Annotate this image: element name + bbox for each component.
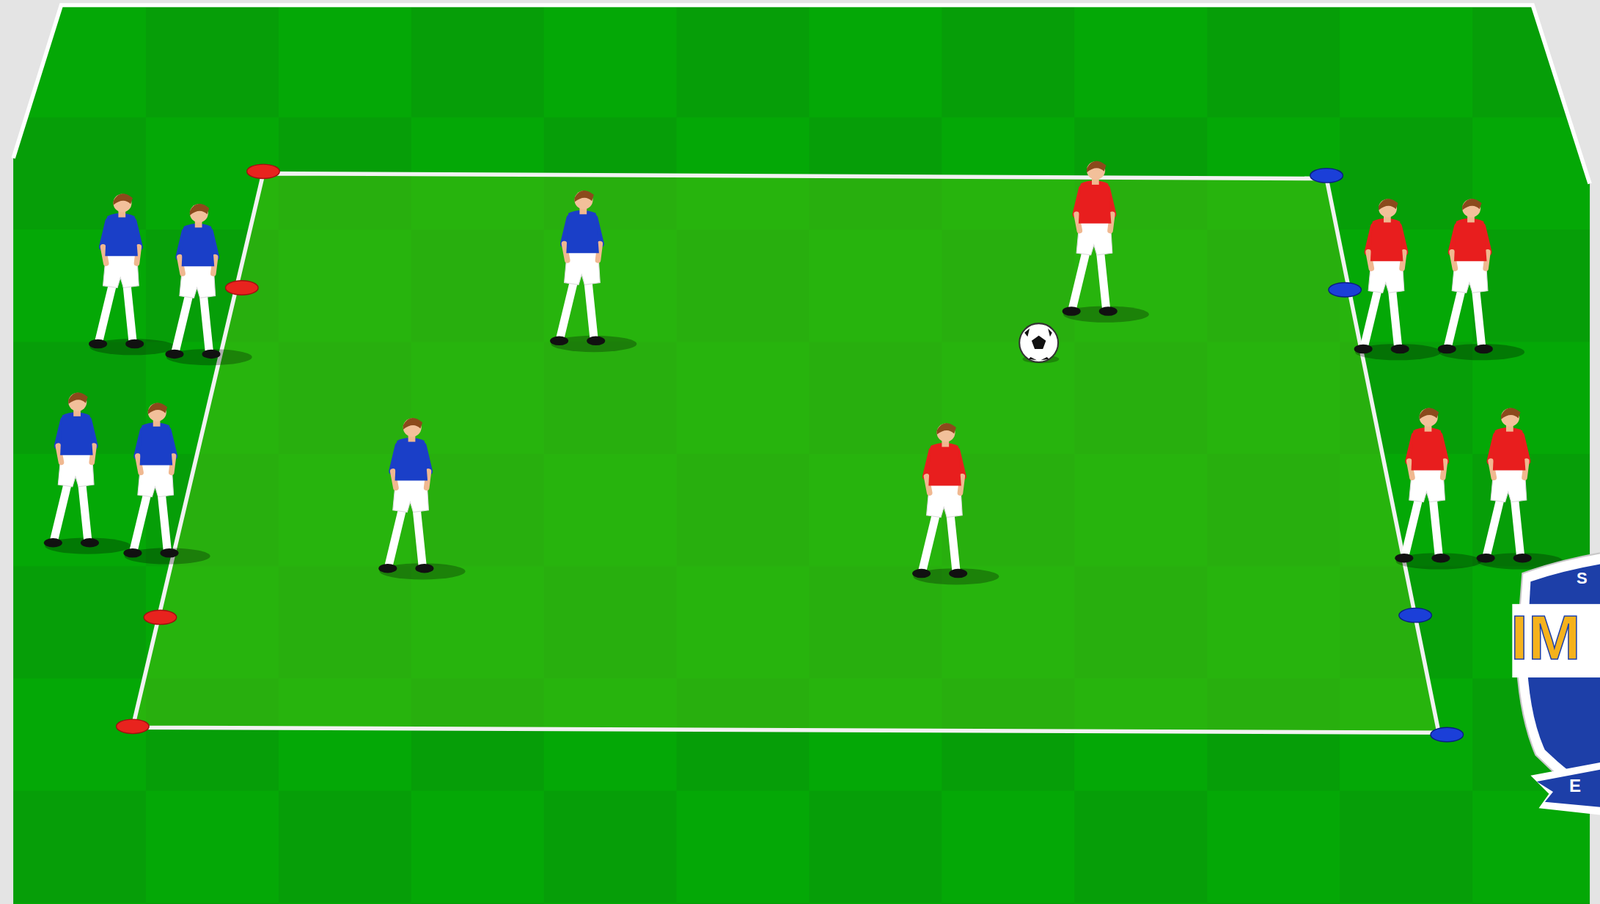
badge-ribbon-letter: E — [1569, 777, 1581, 795]
players — [43, 160, 1564, 585]
badge-letter: S — [1576, 570, 1588, 587]
ball — [1019, 323, 1059, 363]
badge-initials: IM — [1510, 605, 1581, 669]
cones — [116, 164, 1464, 743]
club-badge — [1512, 550, 1600, 817]
